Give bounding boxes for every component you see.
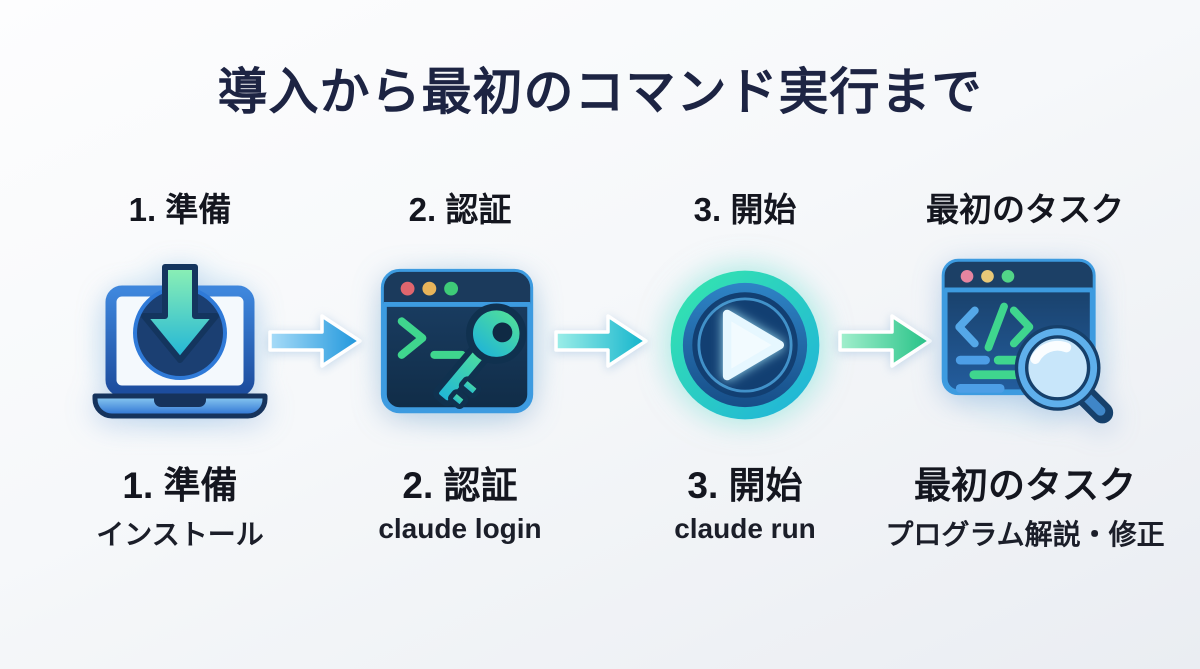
step-1-top-label: 1. 準備 (128, 191, 232, 228)
step-3-start: 3. 開始 (603, 183, 887, 573)
step-3-top-label: 3. 開始 (693, 191, 797, 228)
step-1-preparation: 1. 準備 (38, 183, 322, 573)
step-1-bottom-label: 1. 準備 (122, 465, 238, 506)
play-button-icon-svg (670, 270, 820, 420)
step-2-authentication: 2. 認証 (318, 183, 602, 573)
step-3-bottom-label: 3. 開始 (687, 465, 803, 506)
step-2-sub-label: claude login (378, 513, 542, 544)
laptop-download-icon-svg (92, 264, 268, 419)
page-title: 導入から最初のコマンド実行まで (217, 64, 983, 120)
code-review-magnifier-icon-svg (941, 258, 1114, 424)
step-4-bottom-label: 最初のタスク (914, 465, 1136, 506)
step-4-sub-label: プログラム解説・修正 (885, 519, 1165, 550)
step-4-first-task: 最初のタスク (868, 183, 1182, 573)
step-1-sub-label: インストール (96, 519, 264, 550)
step-2-bottom-label: 2. 認証 (402, 465, 518, 506)
step-4-top-label: 最初のタスク (926, 191, 1124, 228)
terminal-key-icon (318, 245, 602, 445)
terminal-key-icon-svg (380, 268, 534, 414)
step-2-top-label: 2. 認証 (408, 191, 512, 228)
play-button-icon (603, 245, 887, 445)
step-3-sub-label: claude run (674, 513, 816, 544)
code-review-magnifier-icon (868, 245, 1182, 445)
laptop-download-icon (38, 245, 322, 445)
